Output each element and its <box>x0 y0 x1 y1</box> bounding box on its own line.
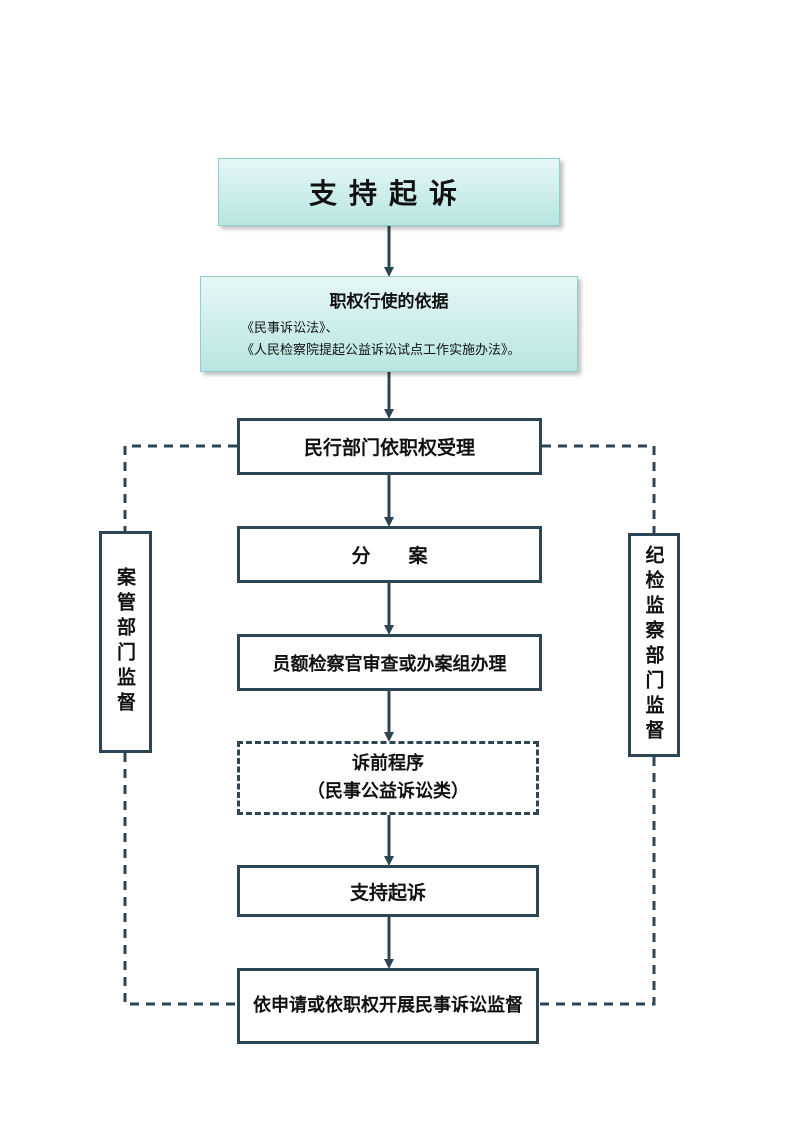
discipline-supervision-box: 纪检监察部门监督 <box>628 533 680 757</box>
right-dashed-top <box>542 444 656 533</box>
accept-step-label: 民行部门依职权受理 <box>303 437 475 459</box>
support-step-label: 支持起诉 <box>349 881 426 904</box>
title-box: 支持起诉 <box>218 158 560 226</box>
pre-litigation-subtitle: （民事公益诉讼类） <box>307 781 469 802</box>
basis-law-1: 《民事诉讼法》、 <box>241 320 339 336</box>
support-step-box: 支持起诉 <box>237 865 539 917</box>
case-management-label: 案管部门监督 <box>114 567 136 717</box>
title-text: 支持起诉 <box>308 177 469 210</box>
basis-box: 职权行使的依据 《民事诉讼法》、 《人民检察院提起公益诉讼试点工作实施办法》。 <box>200 276 578 372</box>
review-step-label: 员额检察官审查或办案组办理 <box>272 653 507 675</box>
left-dashed-top <box>123 444 237 531</box>
accept-step-box: 民行部门依职权受理 <box>237 418 542 475</box>
discipline-supervision-label: 纪检监察部门监督 <box>642 545 665 745</box>
case-management-box: 案管部门监督 <box>99 531 152 753</box>
divide-step-label: 分 案 <box>351 545 428 567</box>
basis-heading: 职权行使的依据 <box>329 291 449 312</box>
pre-litigation-title: 诉前程序 <box>352 753 424 774</box>
left-dashed-bottom <box>123 753 237 1006</box>
pre-litigation-step-box: 诉前程序 （民事公益诉讼类） <box>237 741 539 815</box>
basis-law-2: 《人民检察院提起公益诉讼试点工作实施办法》。 <box>241 342 521 358</box>
supervision-step-label: 依申请或依职权开展民事诉讼监督 <box>253 995 523 1016</box>
right-dashed-bottom <box>539 757 656 1006</box>
supervision-step-box: 依申请或依职权开展民事诉讼监督 <box>237 968 539 1044</box>
divide-step-box: 分 案 <box>237 526 542 583</box>
review-step-box: 员额检察官审查或办案组办理 <box>237 634 542 691</box>
